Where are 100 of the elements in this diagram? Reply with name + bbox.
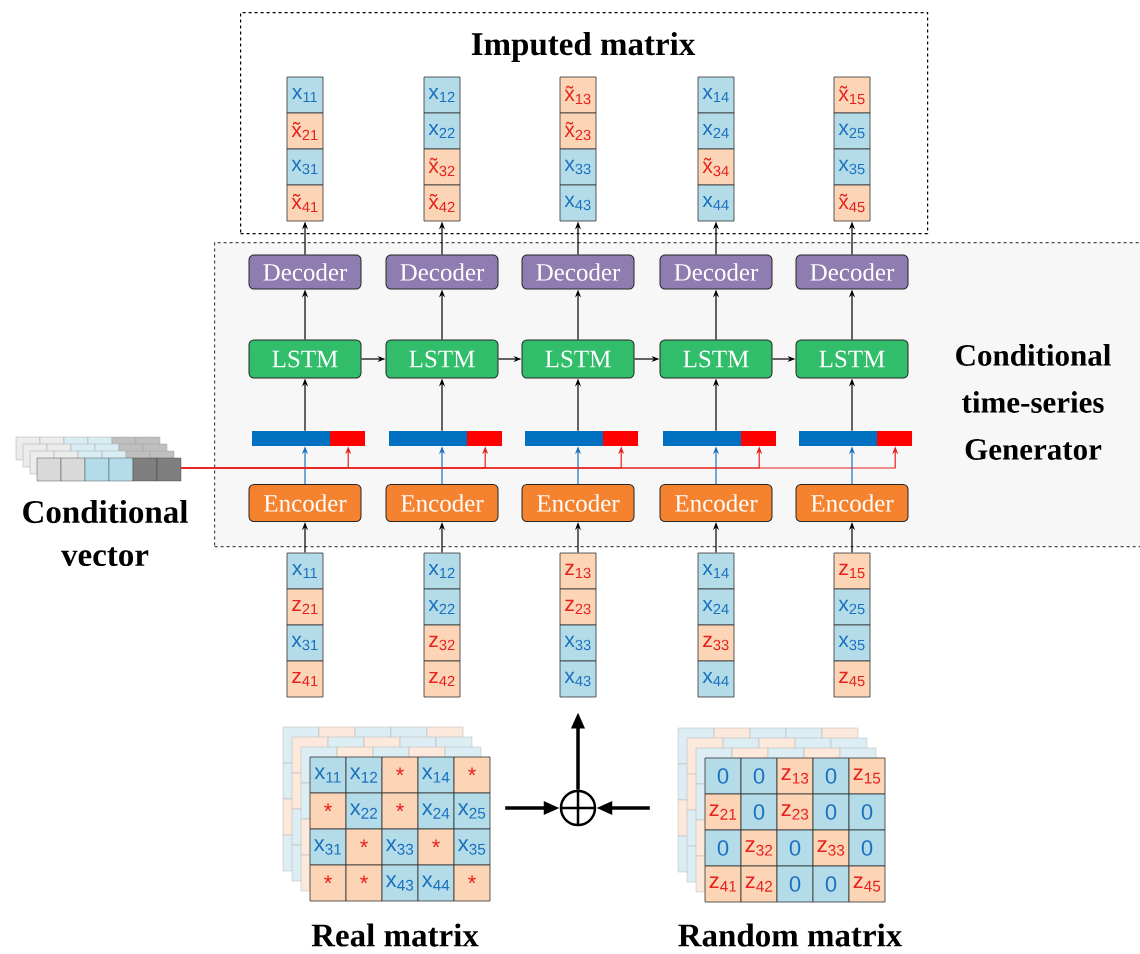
vector-cell: x$_{12}$ <box>423 76 461 114</box>
vector-cell: x$_{11}$ <box>286 552 324 590</box>
vector-cell: x̃$_{15}$ <box>833 76 871 114</box>
vector-cell: x̃$_{23}$ <box>559 112 597 150</box>
vector-cell: x̃$_{34}$ <box>697 148 735 186</box>
matrix-cell: z$_{13}$ <box>776 757 814 795</box>
matrix-cell: * <box>453 756 491 794</box>
vector-cell: z$_{21}$ <box>286 588 324 626</box>
sum-symbol <box>559 789 597 827</box>
vector-cell: x$_{24}$ <box>697 112 735 150</box>
concatenated-bar <box>525 431 638 446</box>
encoder-box: Encoder <box>385 484 499 522</box>
vector-cell: x$_{22}$ <box>423 588 461 626</box>
lstm-box: LSTM <box>248 339 362 379</box>
matrix-cell: 0 <box>740 793 778 831</box>
vector-cell: z$_{45}$ <box>833 660 871 698</box>
vector-cell: x̃$_{42}$ <box>423 184 461 222</box>
concatenated-bar <box>252 431 365 446</box>
matrix-cell: * <box>381 756 419 794</box>
matrix-cell: z$_{33}$ <box>812 829 850 867</box>
vector-cell: x$_{35}$ <box>833 624 871 662</box>
vector-cell: x$_{44}$ <box>697 660 735 698</box>
vector-cell: x$_{44}$ <box>697 184 735 222</box>
decoder-box: Decoder <box>248 254 362 290</box>
vector-cell: x$_{43}$ <box>559 184 597 222</box>
vector-cell: x$_{14}$ <box>697 76 735 114</box>
vector-cell: x̃$_{41}$ <box>286 184 324 222</box>
vector-cell: x$_{35}$ <box>833 148 871 186</box>
vector-cell: x$_{31}$ <box>286 148 324 186</box>
vector-title: Conditional vector <box>23 499 188 567</box>
vector-cell: x$_{31}$ <box>286 624 324 662</box>
vector-cell: z$_{13}$ <box>559 552 597 590</box>
matrix-cell: * <box>417 828 455 866</box>
matrix-cell: z$_{23}$ <box>776 793 814 831</box>
matrix-cell: x$_{22}$ <box>345 792 383 830</box>
vector-cell: x̃$_{32}$ <box>423 148 461 186</box>
vector-cell: x$_{25}$ <box>833 588 871 626</box>
encoder-box: Encoder <box>248 484 362 522</box>
concatenated-bar <box>663 431 776 446</box>
vector-cell: x$_{24}$ <box>697 588 735 626</box>
decoder-box: Decoder <box>795 254 909 290</box>
decoder-box: Decoder <box>521 254 635 290</box>
vector-cell: x$_{22}$ <box>423 112 461 150</box>
matrix-cell: z$_{15}$ <box>848 757 886 795</box>
vector-cell: x$_{12}$ <box>423 552 461 590</box>
encoder-box: Encoder <box>795 484 909 522</box>
vector-cell: x$_{43}$ <box>559 660 597 698</box>
matrix-cell: 0 <box>812 793 850 831</box>
matrix-cell: x$_{35}$ <box>453 828 491 866</box>
vector-cell: z$_{42}$ <box>423 660 461 698</box>
vector-cell: z$_{41}$ <box>286 660 324 698</box>
matrix-cell: x$_{25}$ <box>453 792 491 830</box>
vector-cell: x̃$_{21}$ <box>286 112 324 150</box>
lstm-box: LSTM <box>659 339 773 379</box>
matrix-cell: z$_{45}$ <box>848 865 886 903</box>
matrix-cell: 0 <box>812 757 850 795</box>
vector-cell: z$_{23}$ <box>559 588 597 626</box>
matrix-cell: x$_{14}$ <box>417 756 455 794</box>
lstm-box: LSTM <box>795 339 909 379</box>
matrix-cell: 0 <box>812 865 850 903</box>
matrix-cell: z$_{42}$ <box>740 865 778 903</box>
matrix-cell: * <box>345 864 383 902</box>
concatenated-bar <box>389 431 502 446</box>
vector-cell: x$_{25}$ <box>833 112 871 150</box>
decoder-box: Decoder <box>659 254 773 290</box>
vector-cell: z$_{15}$ <box>833 552 871 590</box>
matrix-cell: x$_{43}$ <box>381 864 419 902</box>
matrix-cell: z$_{32}$ <box>740 829 778 867</box>
matrix-cell: x$_{44}$ <box>417 864 455 902</box>
vector-cell: x$_{14}$ <box>697 552 735 590</box>
matrix-cell: * <box>345 828 383 866</box>
matrix-cell: x$_{24}$ <box>417 792 455 830</box>
lstm-box: LSTM <box>521 339 635 379</box>
matrix-cell: x$_{12}$ <box>345 756 383 794</box>
vector-cell: x$_{33}$ <box>559 624 597 662</box>
matrix-cell: * <box>309 792 347 830</box>
vector-cell: z$_{33}$ <box>697 624 735 662</box>
matrix-cell: z$_{41}$ <box>704 865 742 903</box>
matrix-cell: 0 <box>704 757 742 795</box>
matrix-cell: 0 <box>740 757 778 795</box>
matrix-cell: * <box>453 864 491 902</box>
vector-cell: x̃$_{45}$ <box>833 184 871 222</box>
matrix-title: Real matrix <box>311 923 479 947</box>
vector-cell: x$_{33}$ <box>559 148 597 186</box>
matrix-cell: 0 <box>848 829 886 867</box>
vector-cell: x̃$_{13}$ <box>559 76 597 114</box>
matrix-cell: * <box>381 792 419 830</box>
matrix-cell: * <box>309 864 347 902</box>
matrix-cell: z$_{21}$ <box>704 793 742 831</box>
lstm-box: LSTM <box>385 339 499 379</box>
matrix-cell: x$_{11}$ <box>309 756 347 794</box>
concatenated-bar <box>799 431 912 446</box>
matrix-cell: x$_{31}$ <box>309 828 347 866</box>
matrix-cell: 0 <box>776 865 814 903</box>
encoder-box: Encoder <box>659 484 773 522</box>
vector-cell: z$_{32}$ <box>423 624 461 662</box>
vector-cell: x$_{11}$ <box>286 76 324 114</box>
matrix-title: Random matrix <box>678 923 903 947</box>
matrix-cell: 0 <box>704 829 742 867</box>
encoder-box: Encoder <box>521 484 635 522</box>
